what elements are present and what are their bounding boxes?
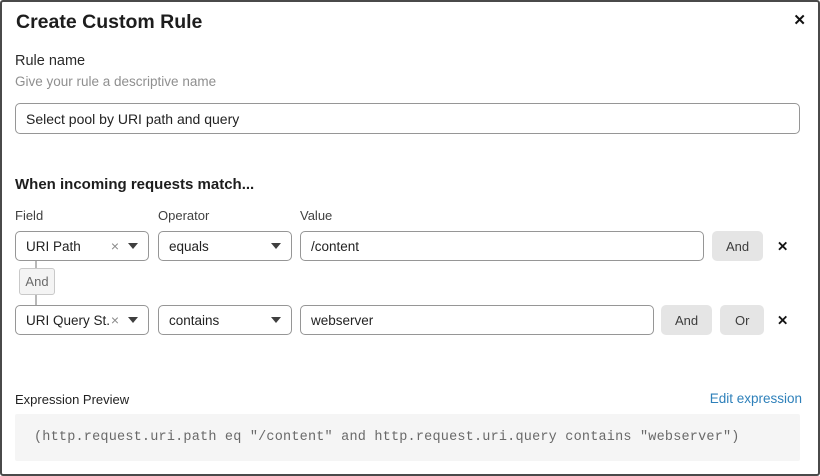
operator-select-value: equals — [169, 238, 209, 254]
column-label-value: Value — [300, 208, 333, 223]
field-select-value: URI Query St... — [26, 312, 111, 328]
expression-preview-label: Expression Preview — [15, 392, 130, 407]
expression-preview-box: (http.request.uri.path eq "/content" and… — [15, 414, 800, 461]
column-label-operator: Operator — [158, 208, 210, 223]
add-and-button[interactable]: And — [661, 305, 713, 335]
field-select-value: URI Path — [26, 238, 81, 254]
and-connector-badge: And — [19, 268, 55, 295]
add-and-button[interactable]: And — [712, 231, 764, 261]
operator-select[interactable]: equals — [158, 231, 292, 261]
value-input[interactable] — [300, 231, 704, 261]
field-select[interactable]: URI Path × — [15, 231, 149, 261]
connector-line — [35, 295, 37, 305]
connector-line — [35, 261, 37, 268]
column-label-field: Field — [15, 208, 44, 223]
rule-name-input[interactable] — [15, 103, 800, 134]
operator-select-value: contains — [169, 312, 220, 328]
edit-expression-link[interactable]: Edit expression — [709, 391, 802, 406]
clear-selection-icon[interactable]: × — [110, 312, 119, 328]
expression-code: (http.request.uri.path eq "/content" and… — [34, 430, 740, 445]
operator-select[interactable]: contains — [158, 305, 292, 335]
match-heading: When incoming requests match... — [15, 176, 255, 193]
close-icon[interactable]: ✕ — [789, 7, 810, 33]
remove-row-icon[interactable]: ✕ — [773, 309, 792, 333]
rule-name-label: Rule name — [15, 53, 86, 69]
value-input[interactable] — [300, 305, 654, 335]
field-select[interactable]: URI Query St... × — [15, 305, 149, 335]
clear-selection-icon[interactable]: × — [110, 238, 119, 254]
chevron-down-icon — [271, 317, 281, 323]
chevron-down-icon — [128, 243, 138, 249]
add-or-button[interactable]: Or — [720, 305, 765, 335]
page-title: Create Custom Rule — [16, 11, 203, 33]
remove-row-icon[interactable]: ✕ — [773, 235, 792, 259]
chevron-down-icon — [271, 243, 281, 249]
rule-name-helper: Give your rule a descriptive name — [15, 74, 217, 89]
chevron-down-icon — [128, 317, 138, 323]
